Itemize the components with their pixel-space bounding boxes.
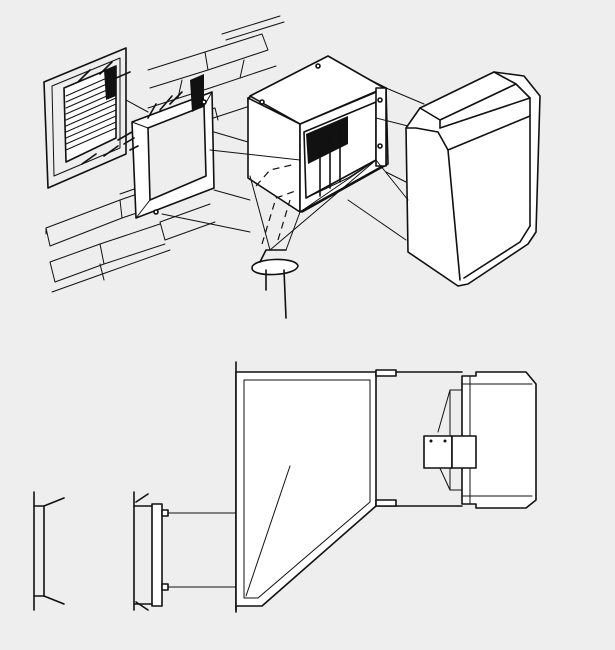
grille-profile (33, 491, 65, 611)
duct-housing (247, 55, 389, 251)
connection-duct (375, 369, 463, 507)
alignment-lines (125, 87, 425, 241)
housing-section (235, 361, 377, 613)
condensate-drain (251, 249, 299, 319)
exploded-view (43, 15, 541, 319)
wall-sleeve-frame (123, 74, 215, 219)
grille (43, 47, 133, 189)
section-view (33, 361, 537, 613)
unit-cabinet (405, 71, 541, 287)
grille-shadow (104, 66, 116, 100)
frame-profile (133, 491, 237, 611)
bracket (423, 435, 477, 469)
